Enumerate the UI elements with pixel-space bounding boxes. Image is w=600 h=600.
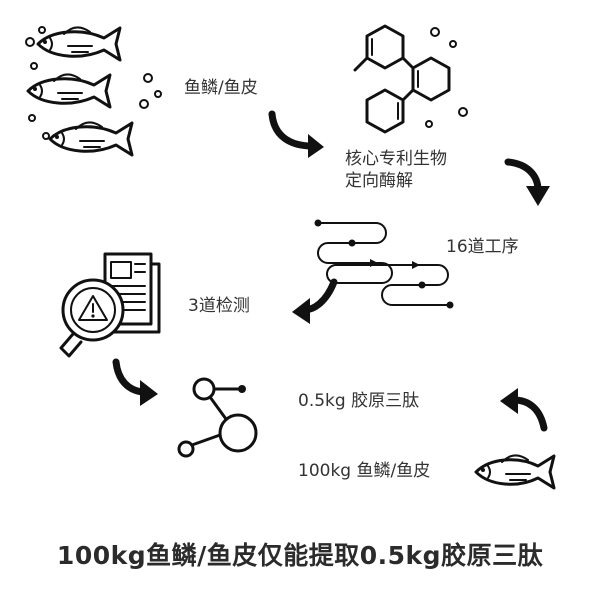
molecule-icon — [353, 24, 468, 134]
fish-icon — [474, 454, 556, 490]
curved-arrow-icon — [112, 358, 158, 406]
inspection-icon — [59, 252, 161, 358]
peptide-network-icon — [177, 377, 258, 458]
curved-arrow-icon — [292, 278, 338, 324]
curved-arrow-icon — [268, 110, 324, 158]
process-flow-icon — [314, 219, 454, 309]
inspection-label: 3道检测 — [188, 296, 250, 316]
fish-school-icon — [25, 26, 162, 157]
summary-caption: 100kg鱼鳞/鱼皮仅能提取0.5kg胶原三肽 — [56, 541, 544, 570]
input-label: 100kg 鱼鳞/鱼皮 — [298, 461, 431, 481]
processes-label: 16道工序 — [446, 237, 519, 257]
hydrolysis-label: 核心专利生物 定向酶解 — [345, 148, 447, 192]
curved-arrow-icon — [504, 158, 550, 206]
output-label: 0.5kg 胶原三肽 — [298, 391, 420, 411]
curved-arrow-icon — [500, 388, 548, 432]
hydrolysis-label-line1: 核心专利生物 — [345, 149, 447, 169]
hydrolysis-label-line2: 定向酶解 — [345, 171, 413, 191]
raw-material-label: 鱼鳞/鱼皮 — [184, 78, 258, 98]
